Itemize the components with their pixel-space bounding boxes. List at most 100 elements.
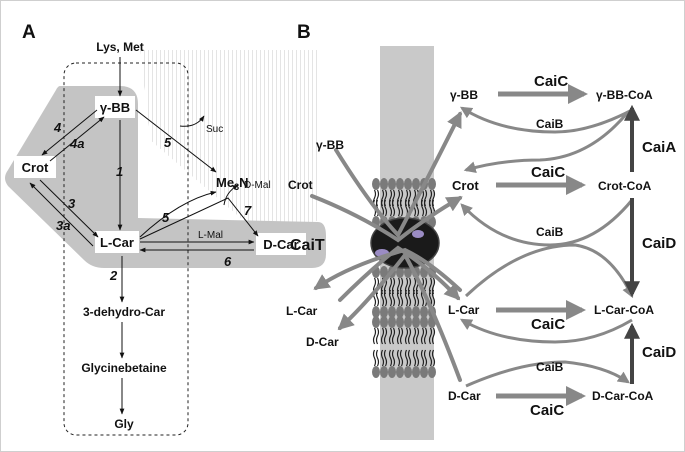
step-3a: 3a bbox=[56, 218, 70, 233]
lipid-head bbox=[372, 178, 380, 190]
hatched-shadow bbox=[140, 50, 320, 235]
lipid-tail bbox=[415, 327, 420, 367]
lipid-tail bbox=[380, 189, 385, 217]
lipid-tail bbox=[399, 277, 404, 307]
caid-label-2: CaiD bbox=[642, 344, 676, 361]
lipid-tail bbox=[431, 327, 436, 367]
lipid-head bbox=[412, 316, 420, 328]
dcar-label-b: D-Car bbox=[448, 389, 481, 403]
lipid-head bbox=[404, 366, 412, 378]
step-5a: 5 bbox=[164, 135, 172, 150]
lipid-tail bbox=[399, 327, 404, 367]
transport-dcar-out bbox=[337, 251, 462, 382]
lipid-head bbox=[396, 306, 404, 318]
transport-lcar-in bbox=[338, 245, 461, 302]
caid-label-1: CaiD bbox=[642, 235, 676, 252]
lipid-head bbox=[396, 266, 404, 278]
lipid-tail bbox=[412, 277, 417, 307]
step-7: 7 bbox=[244, 203, 252, 218]
dmal-label: D-Mal bbox=[244, 180, 271, 191]
lipid-head bbox=[388, 366, 396, 378]
lipid-tail bbox=[388, 277, 393, 307]
lipid-head bbox=[420, 316, 428, 328]
caic-label-3: CaiC bbox=[531, 316, 565, 333]
lipid-head bbox=[388, 306, 396, 318]
lipid-tail bbox=[396, 277, 401, 307]
lipid-tail bbox=[404, 327, 409, 367]
caib-curve-lower bbox=[459, 318, 633, 344]
node-lcar-box bbox=[95, 231, 139, 253]
node-crot-box bbox=[14, 156, 56, 178]
gly-label: Gly bbox=[114, 417, 134, 431]
arrow-lcar-me3n bbox=[139, 190, 217, 238]
lipid-head bbox=[388, 178, 396, 190]
lipid-tail bbox=[391, 277, 396, 307]
lcar-coa-label: L-Car-CoA bbox=[594, 303, 654, 317]
lipid-head bbox=[412, 178, 420, 190]
transport-crot-in bbox=[310, 194, 463, 243]
lipid-head bbox=[372, 306, 380, 318]
caib-curve-middle bbox=[460, 199, 634, 247]
caib-curve-upper bbox=[459, 106, 633, 134]
lipid-head bbox=[404, 266, 412, 278]
dcar-label: D-Car bbox=[263, 237, 298, 252]
lcar-label: L-Car bbox=[100, 235, 134, 250]
panel-b: B bbox=[286, 22, 676, 440]
lipid-tail bbox=[388, 189, 393, 217]
lipid-head bbox=[420, 306, 428, 318]
caic-label-4: CaiC bbox=[530, 402, 564, 419]
crot-coa-label: Crot-CoA bbox=[598, 179, 652, 193]
lipid-tail bbox=[396, 327, 401, 367]
gbb-coa-label: γ-BB-CoA bbox=[596, 88, 653, 102]
caib-label-3: CaiB bbox=[536, 360, 564, 374]
lipid-tail bbox=[388, 327, 393, 367]
lipid-head bbox=[388, 316, 396, 328]
region-box bbox=[63, 62, 189, 436]
step-5b: 5 bbox=[162, 210, 170, 225]
lipid-head bbox=[412, 306, 420, 318]
step-6: 6 bbox=[224, 254, 232, 269]
lipid-tail bbox=[399, 189, 404, 217]
panel-a: A Lys, Met γ-BB Crot L-Car D-Car Me3N Su… bbox=[5, 22, 326, 436]
arrow-gbb-me3n bbox=[135, 109, 217, 173]
lipid-head bbox=[396, 178, 404, 190]
dcar-coa-label: D-Car-CoA bbox=[592, 389, 654, 403]
arrow-lcar-dcar-top bbox=[139, 197, 259, 240]
lipid-tail bbox=[396, 189, 401, 217]
panel-b-label: B bbox=[297, 22, 311, 43]
lipid-tail bbox=[431, 277, 436, 307]
crot-label: Crot bbox=[22, 160, 49, 175]
crot-label-b: Crot bbox=[452, 178, 479, 193]
lipid-tail bbox=[404, 277, 409, 307]
lipid-tail bbox=[420, 327, 425, 367]
lipid-head bbox=[380, 316, 388, 328]
lipid-head bbox=[412, 366, 420, 378]
caic-label-2: CaiC bbox=[531, 164, 565, 181]
lipid-head bbox=[380, 266, 388, 278]
lipid-head bbox=[380, 366, 388, 378]
lipid-head bbox=[396, 316, 404, 328]
cait-label: CaiT bbox=[290, 237, 325, 254]
gbb-label-b: γ-BB bbox=[450, 88, 478, 102]
lipid-tail bbox=[420, 189, 425, 217]
sources-label: Lys, Met bbox=[96, 40, 144, 54]
arrow-gbb-crot bbox=[41, 109, 98, 156]
lipid-head bbox=[420, 366, 428, 378]
transport-gbb-in bbox=[334, 111, 462, 239]
lmal-label: L-Mal bbox=[198, 230, 223, 241]
glycinebetaine-label: Glycinebetaine bbox=[81, 361, 167, 375]
caib-label-2: CaiB bbox=[536, 225, 564, 239]
pathway-band bbox=[5, 86, 326, 268]
out-lcar-label: L-Car bbox=[286, 304, 318, 318]
step-3: 3 bbox=[68, 196, 76, 211]
gbb-label: γ-BB bbox=[100, 100, 130, 115]
lipid-tail bbox=[423, 327, 428, 367]
lipid-head bbox=[372, 316, 380, 328]
lipid-tail bbox=[383, 327, 388, 367]
lipid-tail bbox=[383, 189, 388, 217]
lipid-head bbox=[404, 306, 412, 318]
lipid-tail bbox=[375, 327, 380, 367]
lipid-head bbox=[404, 178, 412, 190]
lipid-tail bbox=[391, 189, 396, 217]
